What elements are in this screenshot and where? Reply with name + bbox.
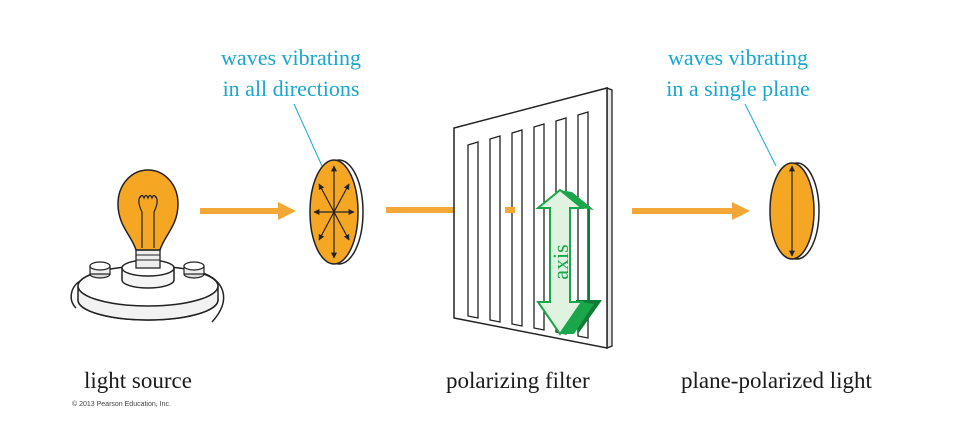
label-light-source: light source <box>84 368 192 393</box>
light-bulb-icon <box>70 169 225 323</box>
polarized-wave-disk <box>769 162 820 260</box>
callout-line-1 <box>293 103 323 167</box>
beam-arrow-3 <box>632 202 750 220</box>
callout-line-2 <box>744 103 777 167</box>
axis-arrow <box>535 188 602 336</box>
beam-arrow-2 <box>386 207 510 213</box>
axis-label: axis <box>548 244 573 279</box>
copyright-notice: © 2013 Pearson Education, Inc. <box>72 401 171 408</box>
label-polarizing-filter: polarizing filter <box>446 368 590 393</box>
beam-arrow-1 <box>200 202 296 220</box>
label-plane-polarized-light: plane-polarized light <box>681 368 872 393</box>
caption-single-plane-line2: in a single plane <box>666 76 810 101</box>
caption-all-directions-line1: waves vibrating <box>221 45 361 70</box>
unpolarized-wave-disk <box>309 159 364 265</box>
caption-all-directions-line2: in all directions <box>222 76 360 101</box>
caption-single-plane: waves vibrating in a single plane <box>648 42 828 104</box>
caption-single-plane-line1: waves vibrating <box>668 45 808 70</box>
caption-all-directions: waves vibrating in all directions <box>205 42 377 104</box>
